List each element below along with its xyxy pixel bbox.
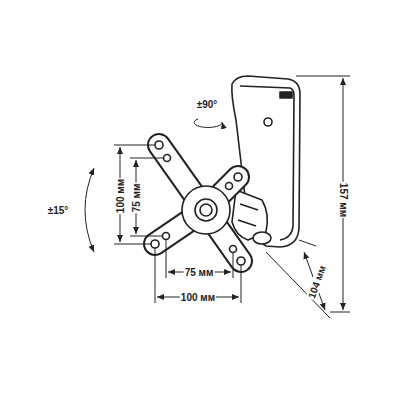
dimension-label: 100 мм: [180, 292, 216, 303]
dimension-label: 157 мм: [338, 182, 349, 218]
dimension-label: 75 мм: [184, 267, 215, 278]
dimension-label: 75 мм: [131, 183, 142, 214]
dimension-label: 104 мм: [306, 263, 329, 301]
dimension-label: ±90°: [196, 99, 219, 110]
dimension-label: 100 мм: [115, 178, 126, 214]
dimension-label: ±15°: [47, 205, 70, 216]
